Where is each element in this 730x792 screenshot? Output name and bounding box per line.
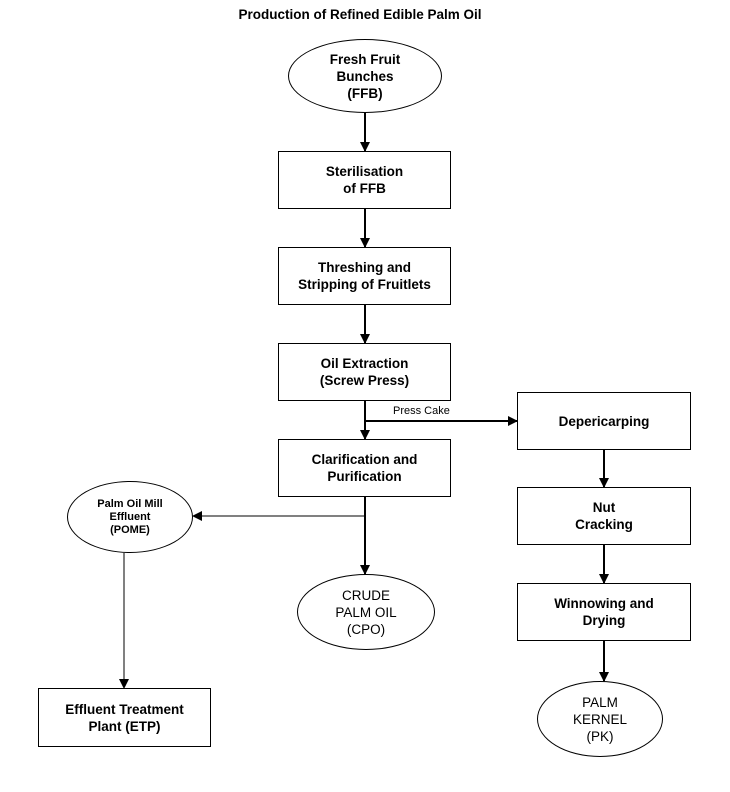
edge-label-press-cake: Press Cake (393, 405, 450, 417)
node-oil-extraction: Oil Extraction (Screw Press) (278, 343, 451, 401)
diagram-title: Production of Refined Edible Palm Oil (238, 7, 482, 22)
node-winnowing-drying: Winnowing and Drying (517, 583, 691, 641)
node-sterilisation: Sterilisation of FFB (278, 151, 451, 209)
node-nut-cracking: Nut Cracking (517, 487, 691, 545)
node-fresh-fruit-bunches: Fresh Fruit Bunches (FFB) (288, 39, 442, 113)
node-threshing-stripping: Threshing and Stripping of Fruitlets (278, 247, 451, 305)
node-effluent-treatment-plant: Effluent Treatment Plant (ETP) (38, 688, 211, 747)
node-crude-palm-oil: CRUDE PALM OIL (CPO) (297, 574, 435, 650)
node-depericarping: Depericarping (517, 392, 691, 450)
node-pome: Palm Oil Mill Effluent (POME) (67, 481, 193, 553)
node-clarification-purification: Clarification and Purification (278, 439, 451, 497)
node-palm-kernel: PALM KERNEL (PK) (537, 681, 663, 757)
